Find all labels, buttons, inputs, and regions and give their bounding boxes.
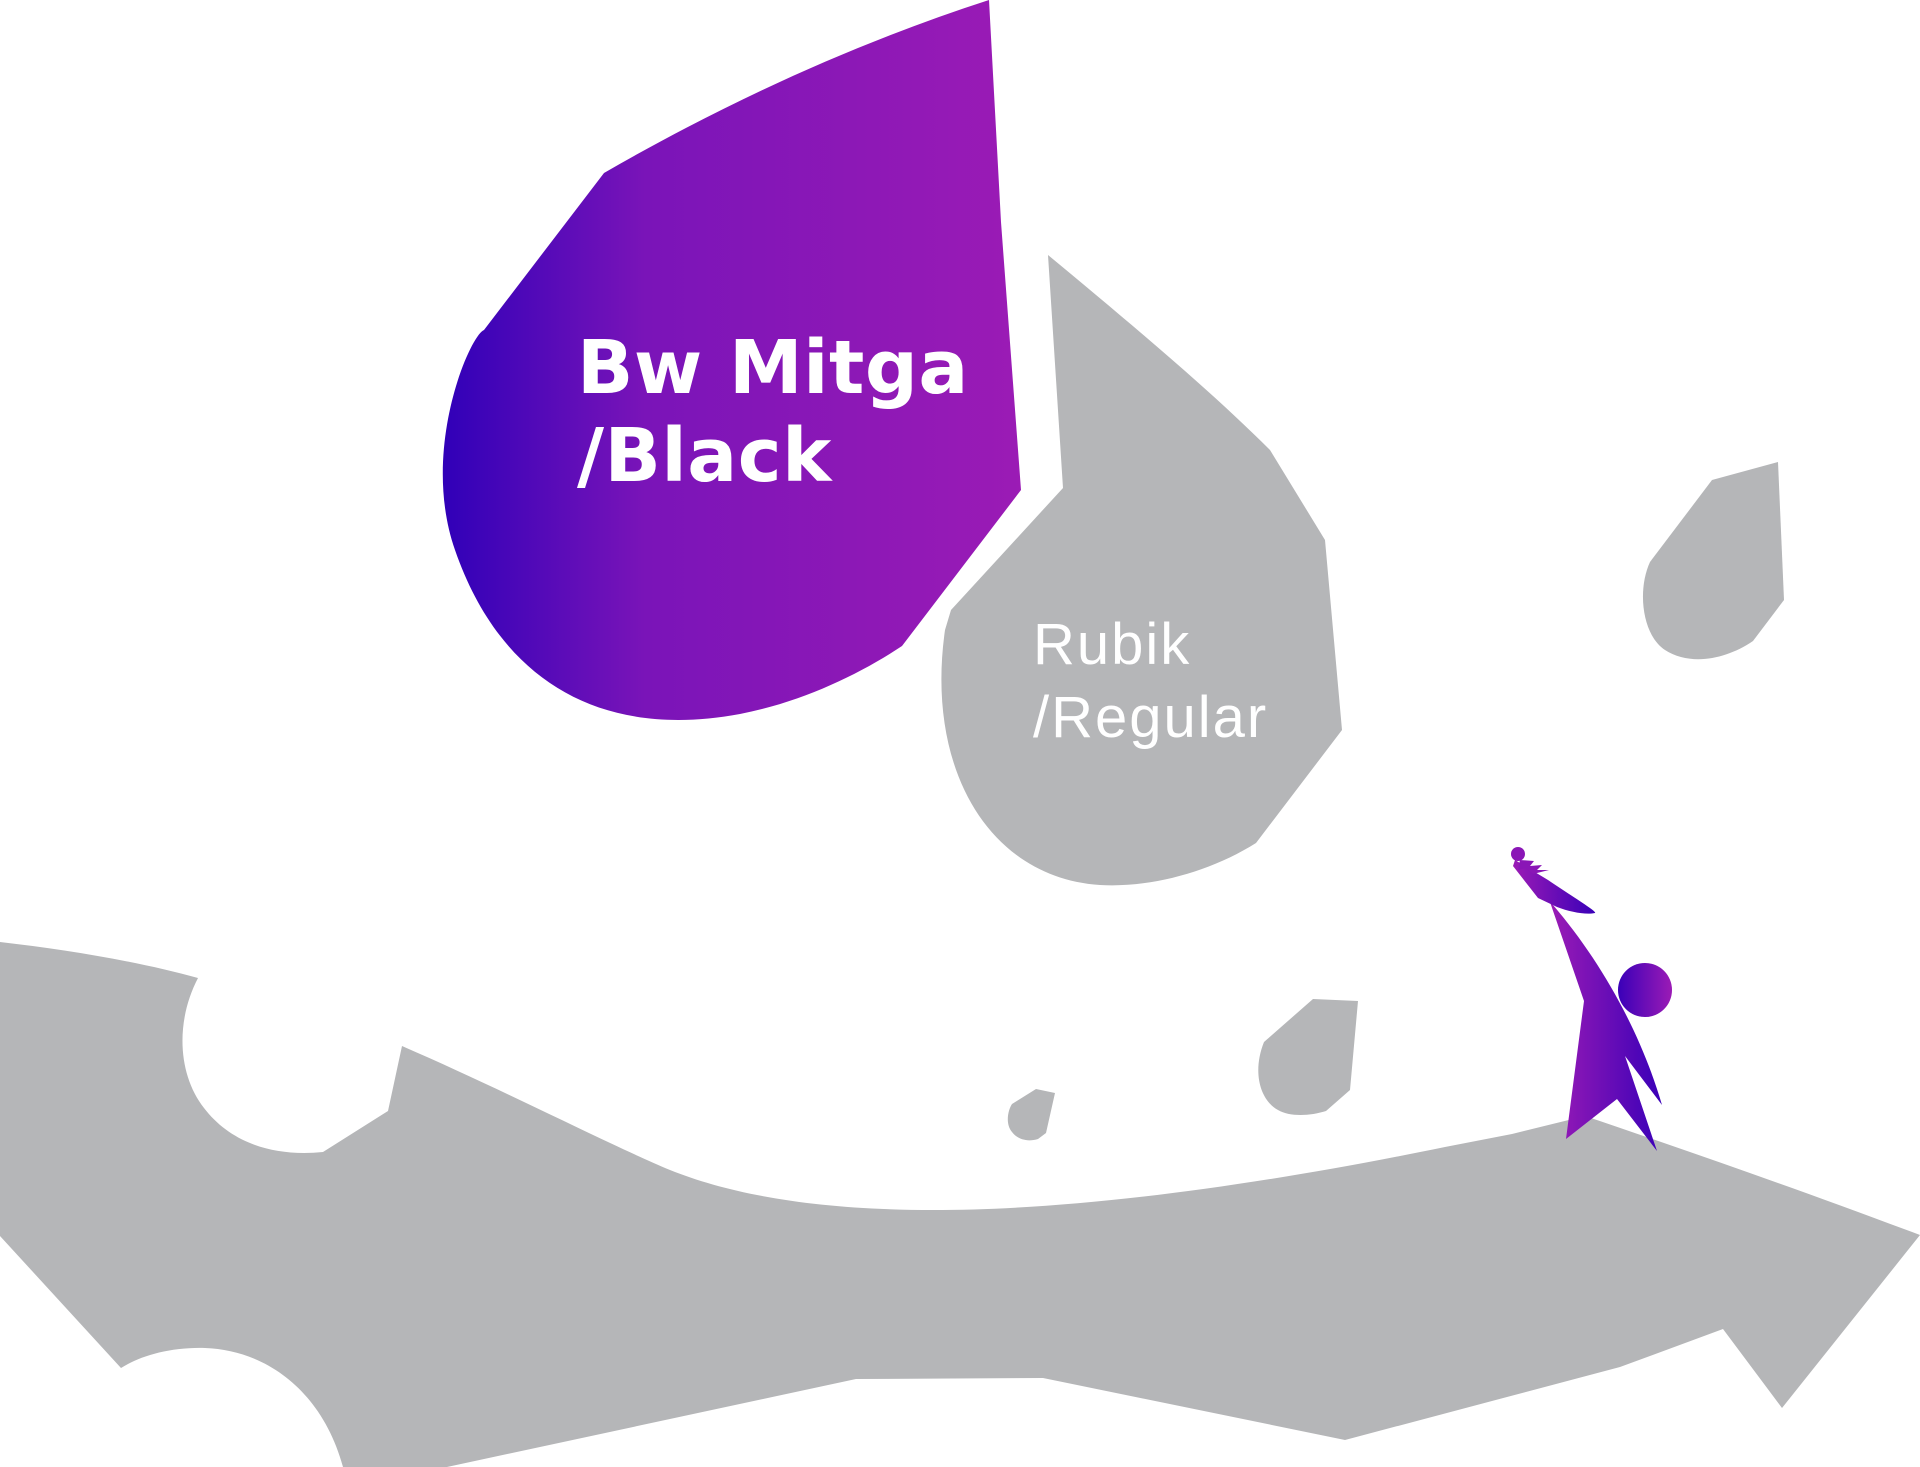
stick-figure-reaching — [1511, 847, 1672, 1151]
ground-shape — [0, 942, 1920, 1467]
figure-fingertip — [1511, 847, 1525, 861]
primary-font-swatch — [442, 0, 1021, 720]
figure-fingers — [1518, 860, 1549, 874]
drop-small-right — [1642, 462, 1784, 660]
secondary-font-swatch — [941, 255, 1342, 886]
primary-font-style: /Black — [577, 413, 833, 499]
figure-head — [1618, 963, 1672, 1017]
figure-body — [1550, 902, 1662, 1151]
drop-tiny — [1007, 1089, 1055, 1141]
secondary-font-style: /Regular — [1033, 685, 1268, 750]
primary-font-name: Bw Mitga — [577, 325, 969, 411]
secondary-font-name: Rubik — [1033, 612, 1191, 677]
drop-medium — [1258, 999, 1358, 1115]
